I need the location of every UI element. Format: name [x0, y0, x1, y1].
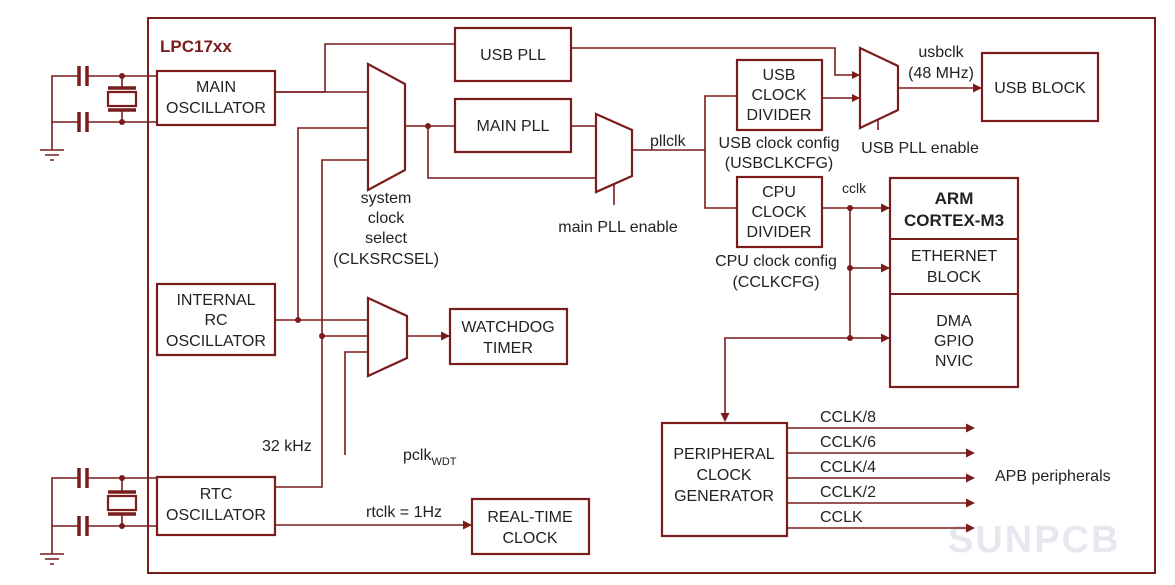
rtc-crystal-circuit [40, 468, 158, 565]
watchdog-timer-block [448, 307, 569, 366]
usb-clock-config-label-2: (USBCLKCFG) [725, 155, 833, 172]
rtc-label-2: CLOCK [502, 530, 557, 547]
main-osc-label-1: MAIN [196, 79, 236, 96]
cpu-div-label-3: DIVIDER [747, 224, 812, 241]
arrowheads [441, 71, 982, 533]
chip-label: LPC17xx [160, 37, 232, 56]
usb-div-label-2: CLOCK [751, 87, 806, 104]
apb-clock-label-cclk2: CCLK/2 [820, 484, 876, 501]
cpu-clock-config-label-2: (CCLKCFG) [732, 274, 819, 291]
internal-rc-oscillator-block [155, 282, 277, 357]
nvic-label: NVIC [935, 353, 973, 370]
peripheral-clock-generator-block [660, 421, 789, 538]
apb-clock-label-cclk6: CCLK/6 [820, 434, 876, 451]
cpu-div-label-1: CPU [762, 184, 796, 201]
apb-clock-label-cclk: CCLK [820, 509, 863, 526]
sysclk-select-label-3: select [365, 230, 407, 247]
pcg-label-3: GENERATOR [674, 488, 774, 505]
main-pll-block [453, 97, 573, 154]
rtc-oscillator-block [155, 475, 277, 537]
usb-clock-config-label-1: USB clock config [719, 135, 840, 152]
pclk-wdt-main: pclk [403, 447, 432, 464]
main-crystal-circuit [40, 66, 158, 161]
freq-32khz-label: 32 kHz [262, 438, 312, 455]
gpio-label: GPIO [934, 333, 974, 350]
irc-label-1: INTERNAL [176, 292, 255, 309]
rtc-label-1: REAL-TIME [487, 509, 572, 526]
usbclk-label-1: usbclk [918, 44, 964, 61]
cclk-label: cclk [842, 180, 867, 196]
ethernet-label-2: BLOCK [927, 269, 982, 286]
junction-dots [295, 123, 853, 341]
usb-div-label-1: USB [763, 67, 796, 84]
apb-clock-label-cclk8: CCLK/8 [820, 409, 876, 426]
rtc-osc-label-1: RTC [200, 486, 233, 503]
arm-core-label-1: ARM [935, 189, 974, 208]
pclk-wdt-subscript: WDT [431, 456, 456, 468]
usb-pll-block [453, 26, 573, 83]
pllclk-label: pllclk [650, 133, 687, 150]
pcg-label-1: PERIPHERAL [673, 446, 774, 463]
rtc-osc-label-2: OSCILLATOR [166, 507, 266, 524]
usb-clock-divider-block [735, 58, 824, 132]
usb-div-label-3: DIVIDER [747, 107, 812, 124]
pcg-label-2: CLOCK [696, 467, 751, 484]
sysclk-select-label-2: clock [368, 210, 405, 227]
irc-label-2: RC [204, 312, 227, 329]
chip-boundary [147, 17, 1156, 574]
cpu-clock-divider-block [735, 175, 824, 249]
main-osc-label-2: OSCILLATOR [166, 100, 266, 117]
irc-label-3: OSCILLATOR [166, 333, 266, 350]
main-pll-enable-label: main PLL enable [558, 219, 678, 236]
cpu-div-label-2: CLOCK [751, 204, 806, 221]
sysclk-select-label-4: (CLKSRCSEL) [333, 251, 439, 268]
rtclk-label: rtclk = 1Hz [366, 504, 442, 521]
apb-clock-label-cclk4: CCLK/4 [820, 459, 876, 476]
arm-core-label-2: CORTEX-M3 [904, 211, 1004, 230]
apb-peripherals-label: APB peripherals [995, 468, 1111, 485]
usb-pll-label: USB PLL [480, 47, 546, 64]
ethernet-label-1: ETHERNET [911, 248, 997, 265]
usbclk-label-2: (48 MHz) [908, 65, 974, 82]
watchdog-label-2: TIMER [483, 340, 533, 357]
main-pll-bypass-mux [594, 112, 634, 194]
usb-block-label: USB BLOCK [994, 80, 1086, 97]
main-pll-label: MAIN PLL [477, 118, 550, 135]
usb-clock-mux [858, 46, 900, 130]
watchdog-label-1: WATCHDOG [461, 319, 554, 336]
usb-block [980, 51, 1100, 123]
arm-core-group [888, 176, 1020, 389]
watchdog-clock-mux [366, 296, 409, 378]
pclk-wdt-label: pclkWDT [403, 447, 457, 468]
main-oscillator-block [155, 69, 277, 127]
watermark-text: SUNPCB [948, 519, 1120, 561]
real-time-clock-block [470, 497, 591, 556]
usb-pll-enable-label: USB PLL enable [861, 140, 979, 157]
clock-wires [275, 43, 982, 529]
sysclk-select-label-1: system [361, 190, 412, 207]
dma-label: DMA [936, 313, 972, 330]
system-clock-select-mux [366, 62, 407, 192]
cpu-clock-config-label-1: CPU clock config [715, 253, 837, 270]
